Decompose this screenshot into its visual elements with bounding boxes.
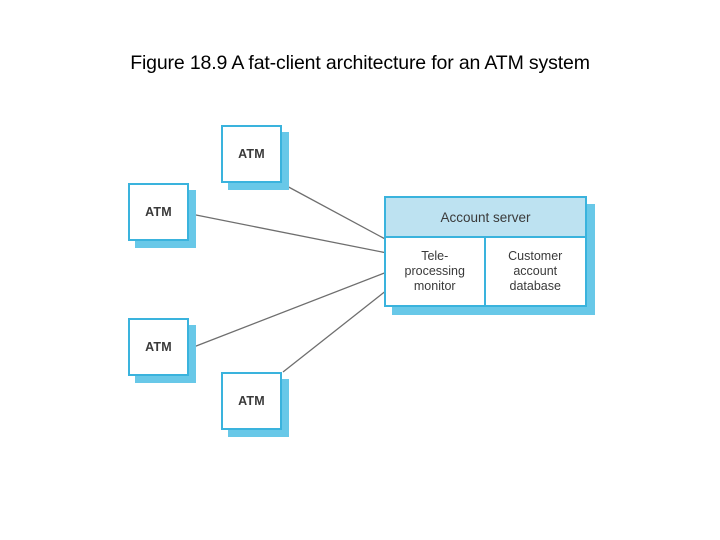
atm-node-box[interactable]: ATM <box>128 183 189 241</box>
atm-node-label: ATM <box>238 147 265 161</box>
connector-atm-1-to-server <box>282 183 388 241</box>
atm-node-label: ATM <box>238 394 265 408</box>
account-server-title: Account server <box>440 209 531 225</box>
atm-node-box[interactable]: ATM <box>221 125 282 183</box>
connector-atm-2-to-server <box>190 213 388 254</box>
connector-atm-3-to-server <box>190 271 388 349</box>
atm-client-node-3[interactable]: ATM <box>128 318 196 383</box>
atm-node-box[interactable]: ATM <box>221 372 282 430</box>
connector-atm-4-to-server <box>282 289 388 373</box>
atm-node-label: ATM <box>145 205 172 219</box>
atm-node-box[interactable]: ATM <box>128 318 189 376</box>
account-server-header: Account server <box>386 198 585 238</box>
atm-client-node-2[interactable]: ATM <box>128 183 196 248</box>
atm-node-label: ATM <box>145 340 172 354</box>
atm-client-node-1[interactable]: ATM <box>221 125 289 190</box>
atm-client-node-4[interactable]: ATM <box>221 372 289 437</box>
figure-title: Figure 18.9 A fat-client architecture fo… <box>130 52 590 74</box>
